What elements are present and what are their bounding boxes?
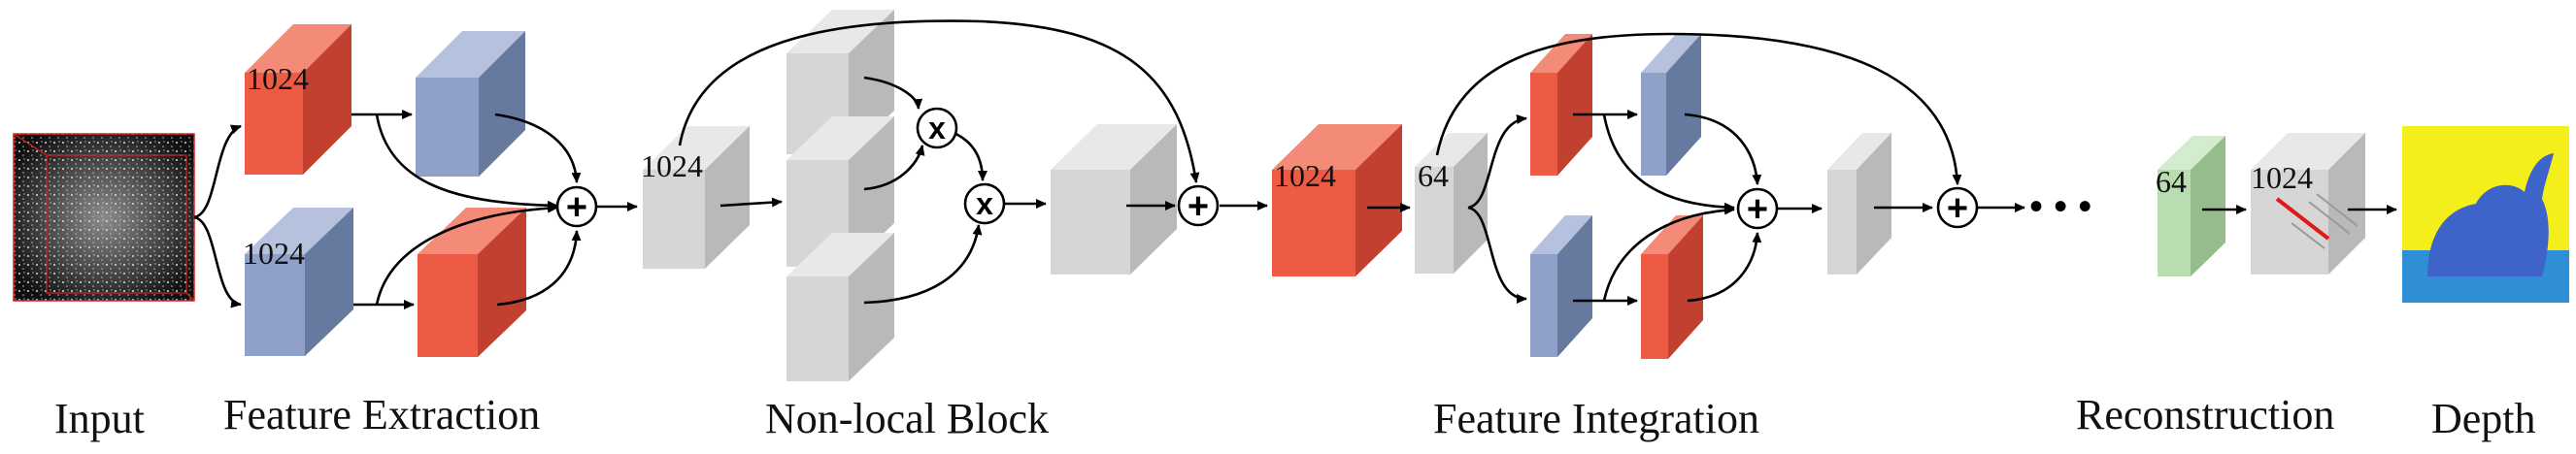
fi-output-gray-cube bbox=[1827, 133, 1891, 275]
edge-fe-blue-to-plus bbox=[494, 113, 582, 183]
fi-blue-top-cube bbox=[1641, 34, 1701, 176]
times-symbol: x bbox=[976, 186, 993, 221]
plus-symbol: + bbox=[1947, 188, 1968, 229]
edge-fi-skip-top bbox=[1602, 114, 1735, 212]
plus-op-fe: + bbox=[555, 185, 598, 228]
edge-fi-skip-bottom bbox=[1602, 205, 1735, 302]
caption-feature-integration: Feature Integration bbox=[1433, 395, 1759, 442]
edge-nl-bottom-to-x2 bbox=[863, 224, 983, 305]
nl-stack-middle-cube bbox=[786, 116, 894, 267]
label-fe-top-red: 1024 bbox=[247, 61, 309, 96]
caption-non-local-block: Non-local Block bbox=[765, 395, 1049, 442]
rec-green-cube bbox=[2158, 136, 2225, 276]
plus-op-fi-2: + bbox=[1936, 186, 1979, 229]
times-op-2: x bbox=[963, 182, 1006, 225]
ellipsis: • • • bbox=[2029, 185, 2091, 228]
label-nl-input: 1024 bbox=[641, 148, 703, 183]
label-fe-bottom-blue: 1024 bbox=[243, 236, 305, 271]
rec-gray-cube bbox=[2251, 133, 2365, 275]
edge-fi-long-skip bbox=[1435, 32, 1962, 185]
fe-bottom-red-cube bbox=[418, 208, 526, 357]
edge-input-to-fe-top bbox=[193, 124, 242, 219]
depth-image bbox=[2402, 126, 2569, 303]
nl-stack-bottom-cube bbox=[786, 233, 894, 381]
input-volume bbox=[13, 133, 195, 302]
edge-fe-red-to-plus bbox=[496, 230, 582, 307]
edge-fi-to-blue-bottom bbox=[1467, 206, 1527, 304]
nl-output-gray-cube bbox=[1051, 124, 1177, 275]
merged-red-cube bbox=[1272, 124, 1402, 276]
fi-red-bottom-cube bbox=[1641, 215, 1703, 359]
caption-feature-extraction: Feature Extraction bbox=[223, 391, 540, 438]
edge-nl-mid-to-x1 bbox=[863, 145, 925, 191]
fi-input-gray-cube bbox=[1415, 133, 1488, 274]
edge-input-to-fe-bottom bbox=[193, 215, 242, 308]
label-rec-green: 64 bbox=[2156, 164, 2187, 199]
edges bbox=[193, 19, 2397, 309]
edge-fi-blue-to-plus bbox=[1684, 113, 1762, 185]
edge-fe-skip-top bbox=[375, 114, 558, 211]
fi-red-top-cube bbox=[1530, 34, 1592, 176]
plus-symbol: + bbox=[1188, 186, 1209, 227]
edge-fi-to-red-top bbox=[1467, 114, 1527, 210]
times-symbol: x bbox=[928, 111, 946, 146]
label-merged-red: 1024 bbox=[1274, 158, 1336, 193]
plus-symbol: + bbox=[1747, 189, 1768, 230]
edge-fi-red-to-plus bbox=[1687, 232, 1762, 303]
label-rec-gray: 1024 bbox=[2251, 160, 2313, 195]
nl-input-gray-cube bbox=[643, 126, 750, 269]
caption-depth: Depth bbox=[2431, 395, 2536, 442]
edge-nl-top-to-x1 bbox=[863, 76, 923, 110]
label-fi-input: 64 bbox=[1418, 158, 1449, 193]
plus-op-nl: + bbox=[1177, 184, 1220, 227]
edge-nl-long-skip bbox=[678, 19, 1200, 183]
edge-nl-in-to-stack bbox=[719, 197, 783, 208]
caption-reconstruction: Reconstruction bbox=[2076, 391, 2334, 438]
plus-op-fi: + bbox=[1736, 187, 1779, 230]
edge-fe-skip-bottom bbox=[375, 203, 558, 306]
fe-top-red-cube bbox=[245, 24, 351, 175]
times-op-1: x bbox=[916, 107, 958, 149]
fi-blue-bottom-cube bbox=[1530, 215, 1592, 357]
plus-symbol: + bbox=[566, 187, 587, 228]
fe-bottom-blue-cube bbox=[245, 208, 353, 356]
caption-input: Input bbox=[54, 395, 145, 442]
fe-top-blue-cube bbox=[416, 31, 525, 177]
